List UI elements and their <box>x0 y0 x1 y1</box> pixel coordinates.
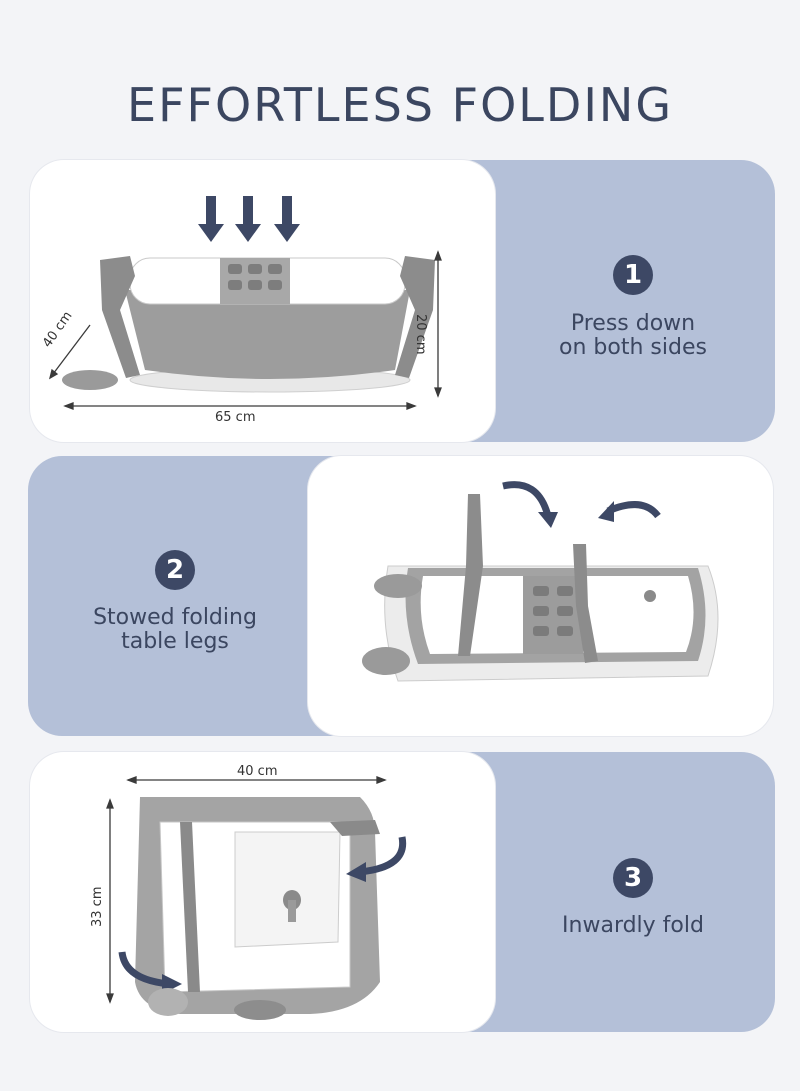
step-1-illustration <box>48 196 442 410</box>
curved-arrow-right-icon <box>606 501 661 519</box>
step-1-height-dim: 20 cm <box>413 314 428 355</box>
step-2-image-panel <box>308 456 773 736</box>
step-3-label: Inwardly fold <box>562 913 704 938</box>
step-3-width-dim: 40 cm <box>237 764 278 779</box>
step-2-number-badge: 2 <box>155 550 195 590</box>
page-title: EFFORTLESS FOLDING <box>127 78 673 132</box>
curved-arrow-left-icon <box>502 481 552 517</box>
step-1-width-dim: 65 cm <box>215 410 256 425</box>
step-3-image-panel: 40 cm 33 cm <box>30 752 495 1032</box>
step-1-image-panel: 65 cm 20 cm 40 cm <box>30 160 495 442</box>
step-3-number-badge: 3 <box>613 858 653 898</box>
press-down-arrows-icon <box>198 196 300 242</box>
step-1-label: Press down on both sides <box>559 311 707 360</box>
step-1-number-badge: 1 <box>613 255 653 295</box>
step-2-label: Stowed folding table legs <box>93 605 257 654</box>
step-2-illustration <box>362 481 719 682</box>
curved-arrow-inward-right-icon <box>359 836 407 876</box>
step-3-illustration <box>106 776 407 1020</box>
step-3-height-dim: 33 cm <box>90 886 105 928</box>
